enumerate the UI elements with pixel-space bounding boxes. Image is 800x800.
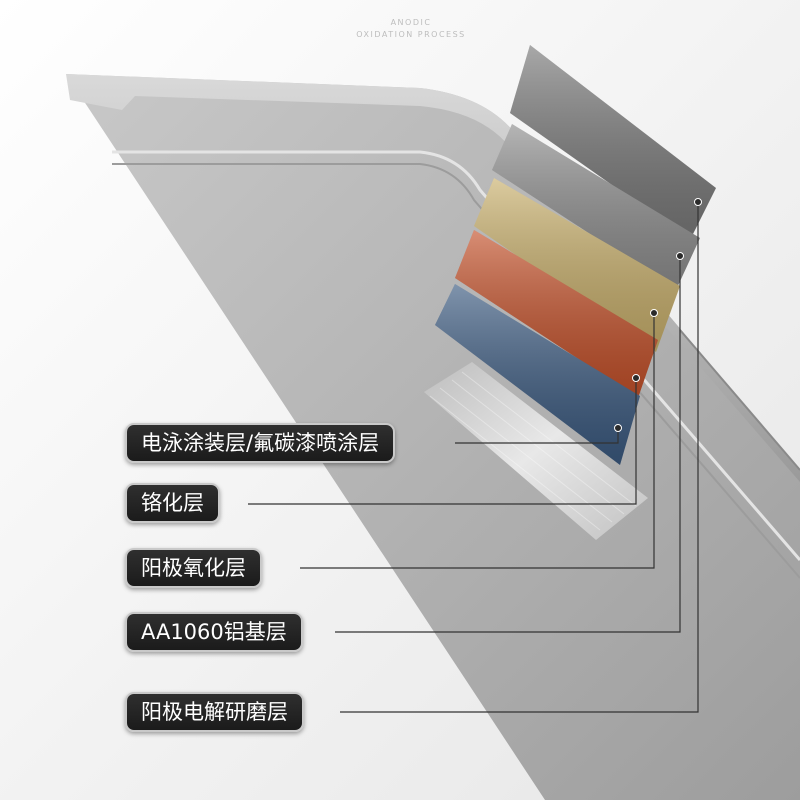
label-coating-layer: 电泳涂装层/氟碳漆喷涂层 bbox=[125, 423, 396, 463]
label-anodized-layer: 阳极氧化层 bbox=[125, 548, 262, 588]
header-line-1: ANODIC bbox=[390, 18, 432, 27]
leader-dots bbox=[614, 198, 702, 432]
label-aluminum-base-layer: AA1060铝基层 bbox=[125, 612, 303, 652]
label-chromate-layer: 铬化层 bbox=[125, 483, 220, 523]
header-line-2: OXIDATION PROCESS bbox=[356, 30, 466, 39]
label-grinding-layer: 阳极电解研磨层 bbox=[125, 692, 304, 732]
brushed-metal-strip bbox=[424, 362, 648, 540]
process-header: ANODIC OXIDATION PROCESS bbox=[0, 17, 800, 41]
plate-bevel-shadow bbox=[112, 163, 800, 579]
plate-bevel bbox=[112, 150, 800, 561]
layer-sheets bbox=[435, 45, 716, 465]
leader-lines bbox=[248, 204, 699, 713]
plate-edge-lower bbox=[679, 329, 800, 471]
